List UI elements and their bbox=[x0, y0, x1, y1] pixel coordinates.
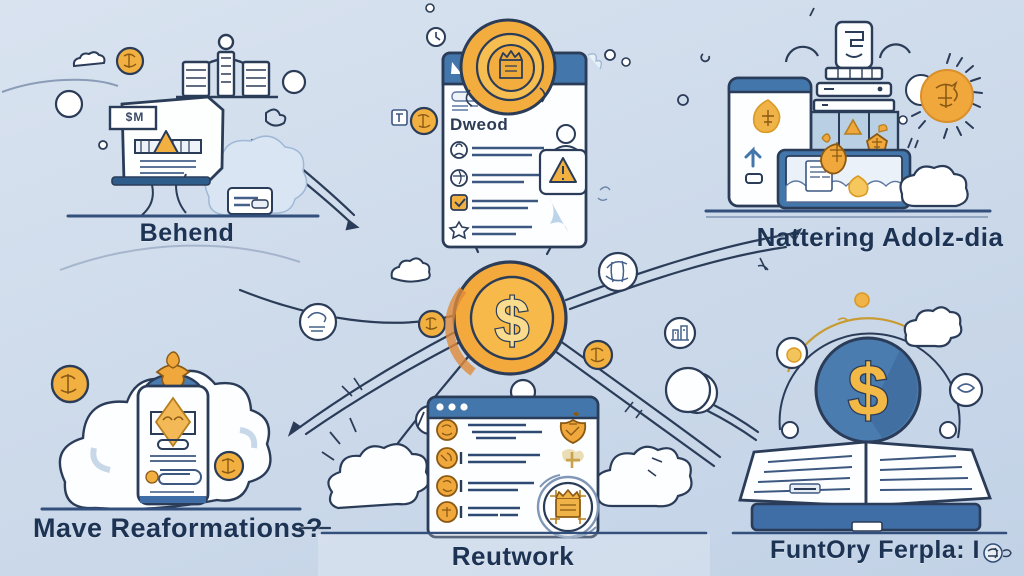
small-cloud bbox=[72, 51, 106, 68]
caption-top-left: Behend bbox=[139, 219, 235, 247]
clock-icon bbox=[426, 27, 446, 47]
node-globe-icon bbox=[597, 251, 639, 293]
section-top-center bbox=[391, 3, 689, 249]
list-row bbox=[436, 475, 534, 497]
splash bbox=[548, 196, 568, 232]
orbit-bubble-small bbox=[939, 421, 957, 439]
open-book-icon bbox=[738, 440, 992, 532]
crown-badge-icon bbox=[536, 474, 600, 539]
coin-icon bbox=[115, 46, 145, 76]
caption-bottom-center: Reutwork bbox=[451, 541, 575, 571]
section-bottom-center bbox=[318, 366, 712, 576]
coin-icon bbox=[213, 450, 245, 482]
book-dollar-symbol: $ bbox=[848, 351, 888, 431]
orbit-bubble-coin bbox=[775, 336, 809, 370]
bubble bbox=[281, 69, 307, 95]
star-icon bbox=[448, 220, 470, 240]
mini-cloud bbox=[390, 257, 431, 283]
list-row bbox=[436, 419, 542, 441]
list-row bbox=[436, 501, 520, 523]
monitor-document-icon bbox=[108, 95, 225, 216]
cloud bbox=[903, 306, 963, 348]
section-bottom-left bbox=[40, 351, 302, 511]
blue-dollar-circle: $ bbox=[814, 336, 922, 444]
bush-spikes bbox=[321, 411, 425, 461]
orbit-bubble-small bbox=[781, 421, 799, 439]
gold-drop-icon bbox=[752, 99, 781, 134]
small-coin-right bbox=[582, 339, 614, 371]
gold-diamond-icon bbox=[150, 396, 196, 448]
node-scribble-icon bbox=[298, 302, 338, 342]
list-row bbox=[436, 447, 540, 469]
gold-triangle bbox=[843, 118, 863, 135]
hub-dollar-symbol: $ bbox=[495, 287, 529, 356]
bank-building-icon bbox=[176, 33, 278, 99]
coin-icon bbox=[50, 364, 90, 404]
cloud bbox=[594, 445, 693, 508]
scribble-glyph bbox=[983, 543, 1012, 563]
wave-cloud bbox=[785, 180, 903, 203]
printer-stack-icon bbox=[812, 20, 896, 113]
cloud-arc bbox=[784, 45, 819, 63]
up-arrow-icon bbox=[744, 146, 762, 168]
card-icon bbox=[227, 187, 273, 215]
coin-magnified-icon bbox=[459, 18, 557, 116]
bubble bbox=[664, 366, 712, 414]
gold-drop-small bbox=[848, 175, 869, 198]
hub-dollar-coin: $ bbox=[445, 260, 568, 376]
background-swoosh-lines bbox=[1, 78, 301, 271]
section-top-left bbox=[54, 33, 320, 218]
smartphone-icon bbox=[136, 384, 210, 506]
cloud-arc bbox=[878, 43, 911, 59]
small-coin-left bbox=[417, 309, 447, 339]
document-inline-text: Dweod bbox=[450, 115, 509, 134]
paperclip-row bbox=[145, 469, 202, 485]
gold-shield-icon bbox=[559, 412, 587, 444]
hanging-ornament-icon bbox=[820, 142, 847, 175]
sun-coin-icon bbox=[898, 53, 983, 149]
list-rows bbox=[436, 419, 542, 523]
caption-top-right: Nattering Adolz-dia bbox=[756, 222, 1004, 252]
thumb-scribble bbox=[265, 108, 287, 127]
price-tag bbox=[108, 105, 158, 131]
price-tag-text: $M bbox=[125, 110, 145, 124]
warning-drop-icon bbox=[153, 130, 179, 154]
orbit-bubble-ring bbox=[948, 372, 984, 408]
caption-bottom-left: Mave Reaformations? bbox=[32, 513, 324, 543]
text-cursor-icon bbox=[391, 109, 408, 126]
gold-checkbox-icon bbox=[450, 194, 468, 211]
caption-bottom-right: FuntOry Ferpla: I bbox=[770, 536, 980, 564]
splash-scribble bbox=[587, 53, 603, 70]
warning-panel bbox=[538, 148, 588, 196]
bush-cloud bbox=[327, 443, 430, 510]
list-icons bbox=[448, 141, 470, 240]
section-top-right bbox=[700, 7, 992, 271]
bubble bbox=[54, 89, 84, 119]
coin-small-left bbox=[409, 106, 439, 136]
crown-chest-icon bbox=[499, 50, 523, 79]
orbit-gold-dot bbox=[854, 292, 870, 308]
section-bottom-right: $ bbox=[731, 292, 1012, 563]
cloud bbox=[899, 164, 969, 208]
node-building-icon bbox=[663, 316, 697, 350]
